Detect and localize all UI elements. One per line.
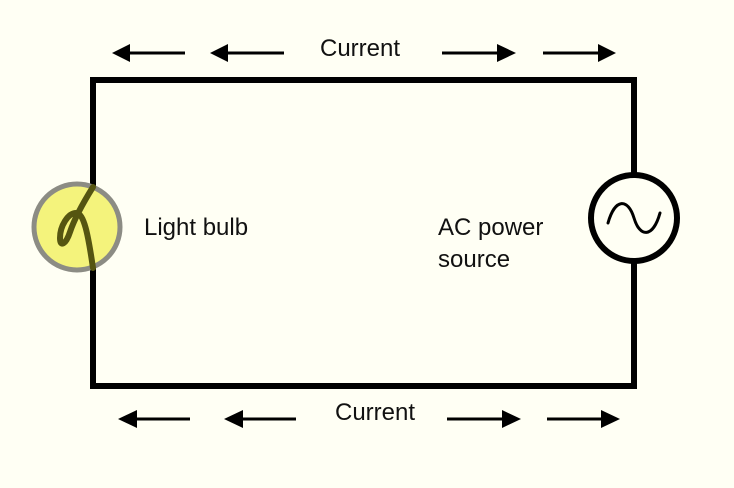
ac-source-label-line1: AC power [438, 214, 544, 241]
arrow-right-icon [543, 44, 616, 62]
arrow-left-icon [118, 410, 190, 428]
current-label-top: Current [319, 35, 401, 62]
bottom-current-arrows [118, 410, 620, 428]
arrow-left-icon [112, 44, 185, 62]
light-bulb-label: Light bulb [144, 214, 249, 241]
arrow-right-icon [447, 410, 521, 428]
sine-wave-icon [606, 202, 662, 234]
top-current-arrows [112, 44, 616, 62]
arrow-right-icon [442, 44, 516, 62]
ac-source-label: AC power source [438, 212, 543, 276]
arrow-left-icon [224, 410, 296, 428]
ac-source-label-line2: source [438, 246, 511, 273]
light-bulb-icon [31, 181, 123, 273]
arrow-left-icon [210, 44, 284, 62]
filament-icon [57, 184, 96, 271]
arrow-right-icon [547, 410, 620, 428]
current-label-bottom: Current [334, 399, 416, 426]
ac-source-icon [588, 172, 680, 264]
